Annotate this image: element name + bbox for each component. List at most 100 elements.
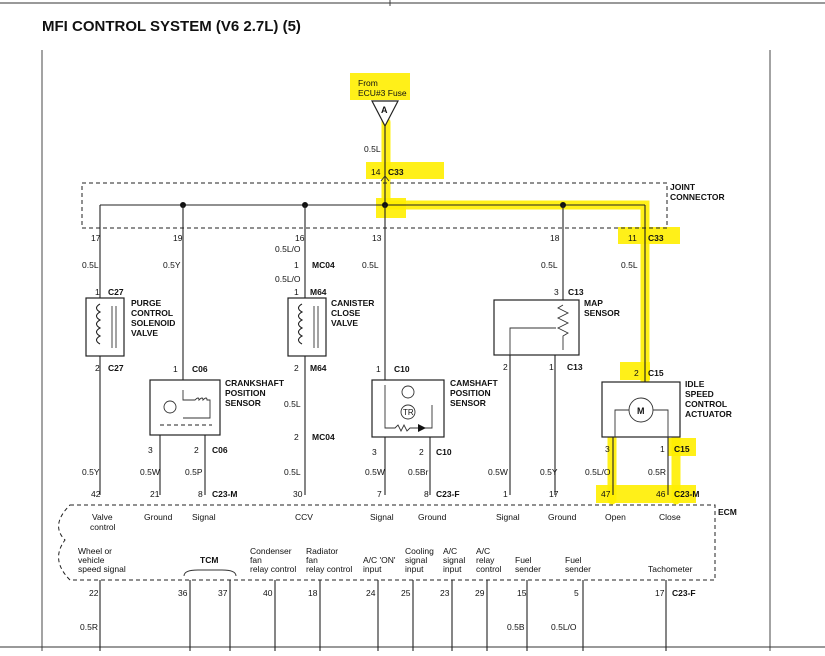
- crank-coil: [182, 390, 211, 419]
- bottom-pin-8: 23: [440, 588, 450, 598]
- ecm-func-wheel-3: speed signal: [78, 564, 126, 574]
- bottom-pin-7: 25: [401, 588, 411, 598]
- bottom-color-1: 0.5R: [80, 622, 98, 632]
- canister-conn-top: M64: [310, 287, 327, 297]
- map-pin-br: 1: [549, 362, 554, 372]
- ecm-func-ground-3: Ground: [548, 512, 577, 522]
- bottom-pin-9: 29: [475, 588, 485, 598]
- ecm-func-cooling-1: Cooling: [405, 546, 434, 556]
- ecm-pin-map-ground: 17: [549, 489, 559, 499]
- crank-pin-top: 1: [173, 364, 178, 374]
- idle-pin-br: 1: [660, 444, 665, 454]
- purge-label-4: VALVE: [131, 328, 158, 338]
- lower-color-8: 0.5Y: [540, 467, 558, 477]
- purge-conn-bot: C27: [108, 363, 124, 373]
- bottom-color-2: 0.5B: [507, 622, 525, 632]
- canister-label-1: CANISTER: [331, 298, 374, 308]
- upper-pin-idle: 11: [628, 233, 637, 243]
- bottom-pin-4: 40: [263, 588, 273, 598]
- ecm-func-ac-on-2: input: [363, 564, 382, 574]
- ecm-func-valve-1: Valve: [92, 512, 113, 522]
- idle-pin-top: 2: [634, 368, 639, 378]
- feed-connector: C33: [388, 167, 404, 177]
- ecm-func-close: Close: [659, 512, 681, 522]
- bottom-pin-6: 24: [366, 588, 376, 598]
- ecm-pin-cam-signal: 7: [377, 489, 382, 499]
- purge-valve-box: [85, 297, 125, 357]
- bottom-conn-c23f: C23-F: [672, 588, 696, 598]
- bottom-pin-11: 5: [574, 588, 579, 598]
- upper-pin-purge: 17: [91, 233, 101, 243]
- ecm-func-open: Open: [605, 512, 626, 522]
- ecm-pin-valve: 42: [91, 489, 101, 499]
- idle-label-2: SPEED: [685, 389, 714, 399]
- ecm-conn-c23m-a: C23-M: [212, 489, 238, 499]
- feed-wire-color: 0.5L: [364, 144, 381, 154]
- upper-pin-map: 18: [550, 233, 560, 243]
- ecm-pin-open: 47: [601, 489, 611, 499]
- joint-connector-label2: CONNECTOR: [670, 192, 725, 202]
- ecm-func-fuel1-2: sender: [515, 564, 541, 574]
- highlight-c33-idle: [618, 227, 680, 244]
- purge-label-2: CONTROL: [131, 308, 173, 318]
- ecm-label: ECM: [718, 507, 737, 517]
- ecm-func-valve-2: control: [90, 522, 116, 532]
- lower-color-6: 0.5Br: [408, 467, 428, 477]
- lower-color-3: 0.5P: [185, 467, 203, 477]
- lower-color-7: 0.5W: [488, 467, 508, 477]
- feed-pin: 14: [371, 167, 381, 177]
- highlight-c15-top: [620, 362, 650, 380]
- crank-conn-top: C06: [192, 364, 208, 374]
- bottom-pin-10: 15: [517, 588, 527, 598]
- map-conn-bot: C13: [567, 362, 583, 372]
- crank-pin-br: 2: [194, 445, 199, 455]
- canister-label-3: VALVE: [331, 318, 358, 328]
- bottom-wires: [99, 580, 667, 651]
- bottom-pin-3: 37: [218, 588, 228, 598]
- upper-color-canister: 0.5L/O: [275, 244, 301, 254]
- idle-pin-bl: 3: [605, 444, 610, 454]
- ecm-func-ac-on-1: A/C 'ON': [363, 555, 396, 565]
- cam-label-1: CAMSHAFT: [450, 378, 498, 388]
- cam-conn-top: C10: [394, 364, 410, 374]
- map-label-2: SENSOR: [584, 308, 620, 318]
- canister-valve-box: [287, 297, 327, 357]
- mc04-conn-top: MC04: [312, 260, 335, 270]
- ecm-func-signal-1: Signal: [192, 512, 216, 522]
- ecm-func-ac-relay-1: A/C: [476, 546, 490, 556]
- ecm-func-ground-1: Ground: [144, 512, 173, 522]
- source-label-line2: ECU#3 Fuse: [358, 88, 407, 98]
- highlight-ecm-pins: [596, 485, 696, 503]
- crank-label-3: SENSOR: [225, 398, 261, 408]
- highlight-path: [350, 73, 696, 505]
- ecm-func-condenser-3: relay control: [250, 564, 296, 574]
- bottom-pin-5: 18: [308, 588, 318, 598]
- ecm-func-signal-3: Signal: [496, 512, 520, 522]
- idle-conn-top: C15: [648, 368, 664, 378]
- cam-circuit: [384, 385, 433, 433]
- ecm-func-condenser-1: Condenser: [250, 546, 292, 556]
- ecm-func-ac-signal-2: signal: [443, 555, 465, 565]
- map-sensor-box: [493, 299, 580, 356]
- ecm-func-wheel-1: Wheel or: [78, 546, 112, 556]
- ecm-pin-close: 46: [656, 489, 666, 499]
- ecm-func-fuel1-1: Fuel: [515, 555, 532, 565]
- ecm-pin-ccv: 30: [293, 489, 303, 499]
- ecm-func-cooling-3: input: [405, 564, 424, 574]
- ecm-func-radiator-1: Radiator: [306, 546, 338, 556]
- source-label-line1: From: [358, 78, 378, 88]
- upper-color-cam: 0.5L: [362, 260, 379, 270]
- crank-label-1: CRANKSHAFT: [225, 378, 285, 388]
- connector-a-label: A: [381, 105, 388, 115]
- ecm-conn-c23m-b: C23-M: [674, 489, 700, 499]
- map-pin-bl: 2: [503, 362, 508, 372]
- bottom-pin-1: 22: [89, 588, 99, 598]
- ecm-pin-map-signal: 1: [503, 489, 508, 499]
- highlight-c15-bottom: [668, 438, 696, 456]
- ecm-func-ac-signal-3: input: [443, 564, 462, 574]
- ecm-func-condenser-2: fan: [250, 555, 262, 565]
- ecm-func-ac-relay-2: relay: [476, 555, 495, 565]
- ecm-func-radiator-2: fan: [306, 555, 318, 565]
- ecm-func-ac-signal-1: A/C: [443, 546, 457, 556]
